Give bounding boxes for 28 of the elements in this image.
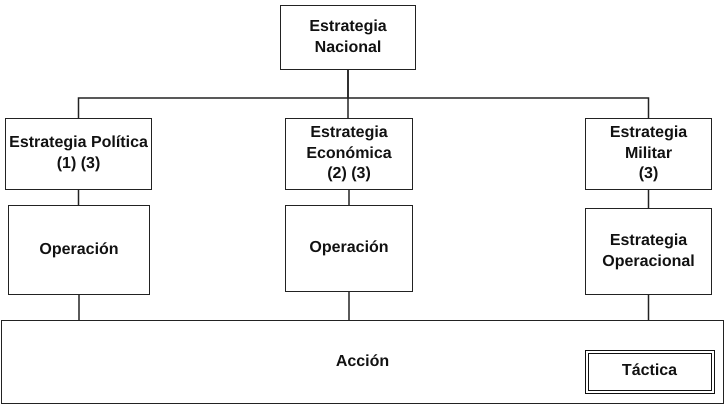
connector-line xyxy=(78,295,80,320)
box-label: Estrategia Operacional xyxy=(601,230,696,272)
box-label: (2) (3) xyxy=(327,164,371,184)
box-label: Estrategia Militar xyxy=(608,122,688,164)
box-label: Operación xyxy=(39,240,119,260)
connector-line xyxy=(648,190,650,208)
strategy-box xyxy=(585,118,712,190)
connector-line xyxy=(348,190,350,205)
connector-line xyxy=(347,70,650,118)
box-label: Táctica xyxy=(622,361,678,382)
connector-line xyxy=(648,295,650,320)
strategy-box xyxy=(285,205,413,292)
strategy-box xyxy=(8,205,150,295)
strategy-box xyxy=(285,118,413,190)
strategy-box xyxy=(585,208,712,295)
box-label: Estrategia Económica xyxy=(305,122,393,164)
box-label: (1) (3) xyxy=(56,154,100,174)
strategy-box xyxy=(5,118,152,190)
box-label: Estrategia Nacional xyxy=(308,16,388,58)
box-label: Operación xyxy=(309,238,389,258)
strategy-box xyxy=(280,5,416,70)
strategy-box xyxy=(1,320,724,404)
box-label: Acción xyxy=(336,352,390,372)
connector-line xyxy=(348,292,350,320)
box-label: Estrategia Política xyxy=(9,133,148,154)
box-label: (3) xyxy=(638,164,658,184)
connector-line xyxy=(78,190,80,205)
double-bordered-box xyxy=(584,350,714,394)
